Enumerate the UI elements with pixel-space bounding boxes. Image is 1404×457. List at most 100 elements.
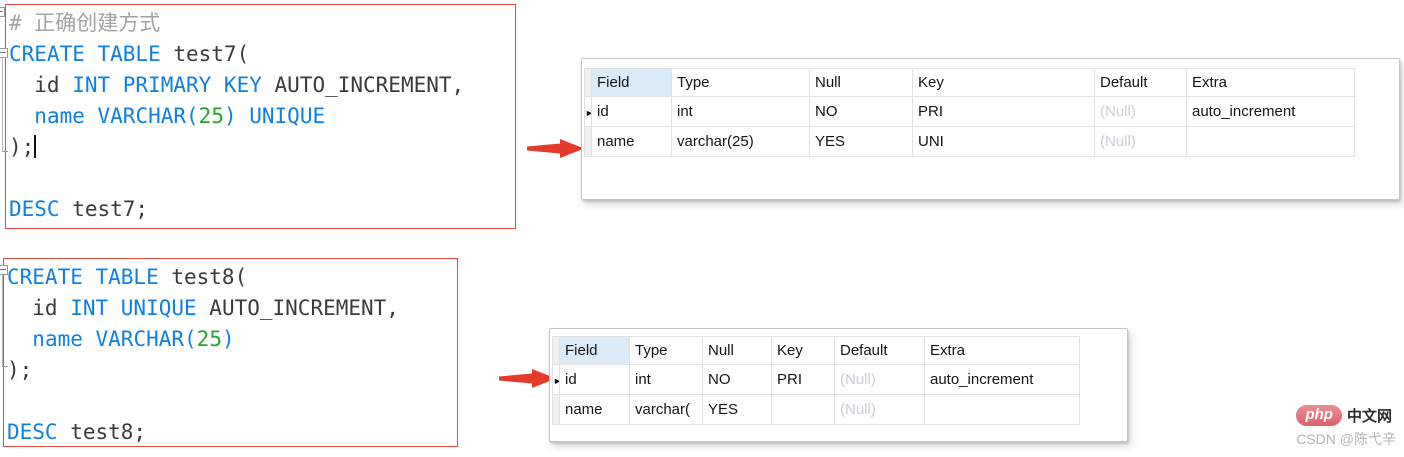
column-header-extra[interactable]: Extra (924, 336, 1080, 365)
fold-guide-line (2, 58, 3, 151)
cell-null[interactable]: NO (809, 96, 913, 127)
cell-field[interactable]: id (559, 364, 630, 395)
column-header-extra[interactable]: Extra (1186, 68, 1355, 97)
cell-field[interactable]: name (559, 394, 630, 425)
code-token-kw: DESC (9, 197, 60, 221)
column-header-default[interactable]: Default (834, 336, 925, 365)
watermark-logo: php 中文网 (1296, 405, 1392, 426)
site-name: 中文网 (1346, 408, 1392, 425)
cell-extra[interactable]: auto_increment (924, 364, 1080, 395)
code-token-kw: CREATE TABLE (9, 42, 161, 66)
code-token-plain (9, 104, 34, 128)
code-line[interactable]: CREATE TABLE test8( (7, 262, 457, 293)
code-block-test8[interactable]: CREATE TABLE test8( id INT UNIQUE AUTO_I… (3, 258, 458, 447)
fold-collapse-icon[interactable] (0, 7, 5, 17)
code-line[interactable]: ); (7, 355, 457, 386)
column-header-null[interactable]: Null (702, 336, 772, 365)
cell-extra[interactable] (924, 394, 1080, 425)
watermark: php 中文网 CSDN @陈弋辛 (1296, 405, 1396, 449)
php-badge: php (1296, 405, 1342, 426)
cell-extra[interactable]: auto_increment (1186, 96, 1355, 127)
code-line[interactable]: name VARCHAR(25) UNIQUE (9, 101, 515, 132)
code-line[interactable]: DESC test8; (7, 417, 457, 448)
null-value: (Null) (1100, 103, 1136, 120)
column-header-null[interactable]: Null (809, 68, 913, 97)
author-credit: CSDN @陈弋辛 (1296, 431, 1396, 447)
code-line[interactable]: id INT UNIQUE AUTO_INCREMENT, (7, 293, 457, 324)
column-header-field[interactable]: Field (591, 68, 672, 97)
column-header-key[interactable]: Key (771, 336, 835, 365)
cell-key[interactable]: PRI (771, 364, 835, 395)
cell-type[interactable]: varchar(25) (671, 126, 810, 157)
fold-end-icon (2, 366, 8, 367)
code-token-plain: id (9, 73, 73, 97)
column-header-type[interactable]: Type (629, 336, 703, 365)
code-token-plain: test8( (158, 265, 248, 289)
fold-collapse-icon[interactable] (0, 265, 8, 275)
cell-default[interactable]: (Null) (834, 364, 925, 395)
code-line[interactable] (7, 386, 457, 417)
code-token-plain: AUTO_INCREMENT, (196, 296, 399, 320)
code-line[interactable]: name VARCHAR(25) (7, 324, 457, 355)
current-row-marker-icon[interactable]: ► (584, 96, 592, 127)
code-line[interactable]: DESC test7; (9, 194, 515, 225)
null-value: (Null) (1100, 133, 1136, 150)
row-marker[interactable] (552, 394, 560, 425)
code-line[interactable]: id INT PRIMARY KEY AUTO_INCREMENT, (9, 70, 515, 101)
code-token-plain: ); (7, 358, 33, 382)
code-line[interactable]: ); (9, 132, 515, 163)
fold-collapse-icon[interactable] (0, 48, 8, 58)
code-token-kw: CREATE TABLE (7, 265, 159, 289)
red-arrow-icon (499, 369, 556, 388)
code-token-plain: AUTO_INCREMENT, (261, 73, 465, 97)
cell-field[interactable]: name (591, 126, 672, 157)
current-row-marker-icon[interactable]: ► (552, 364, 560, 395)
null-value: (Null) (840, 401, 876, 418)
cell-default[interactable]: (Null) (1094, 126, 1187, 157)
code-token-plain (7, 327, 32, 351)
cell-field[interactable]: id (591, 96, 672, 127)
column-header-default[interactable]: Default (1094, 68, 1187, 97)
cell-default[interactable]: (Null) (1094, 96, 1187, 127)
column-header-key[interactable]: Key (912, 68, 1095, 97)
cell-key[interactable]: UNI (912, 126, 1095, 157)
code-block-test7[interactable]: # 正确创建方式 CREATE TABLE test7( id INT PRIMA… (5, 4, 516, 229)
code-line[interactable]: CREATE TABLE test7( (9, 39, 515, 70)
triangle-right-icon: ► (554, 377, 559, 386)
code-token-kw: INT PRIMARY KEY (72, 73, 262, 97)
code-line[interactable]: # 正确创建方式 (9, 8, 515, 39)
cell-null[interactable]: YES (702, 394, 772, 425)
fold-guide-line (2, 275, 3, 366)
cell-type[interactable]: int (629, 364, 703, 395)
column-header-type[interactable]: Type (671, 68, 810, 97)
column-header-field[interactable]: Field (559, 336, 630, 365)
result-table[interactable]: FieldTypeNullKeyDefaultExtra►idintNOPRI(… (552, 336, 1080, 425)
row-marker[interactable] (584, 126, 592, 157)
code-lines[interactable]: # 正确创建方式 CREATE TABLE test7( id INT PRIMA… (6, 5, 515, 228)
cell-key[interactable] (771, 394, 835, 425)
cell-type[interactable]: int (671, 96, 810, 127)
cell-extra[interactable] (1186, 126, 1355, 157)
code-token-comment: # 正确创建方式 (9, 11, 161, 35)
cell-type[interactable]: varchar( (629, 394, 703, 425)
code-token-plain: test8; (57, 420, 147, 444)
code-line[interactable] (9, 163, 515, 194)
code-token-num: 25 (196, 327, 222, 351)
code-token-kw: DESC (7, 420, 58, 444)
text-cursor (34, 135, 37, 158)
cell-default[interactable]: (Null) (834, 394, 925, 425)
code-token-num: 25 (198, 104, 224, 128)
triangle-right-icon: ► (586, 109, 591, 118)
result-grid-test8: FieldTypeNullKeyDefaultExtra►idintNOPRI(… (549, 328, 1128, 442)
cell-key[interactable]: PRI (912, 96, 1095, 127)
code-lines[interactable]: CREATE TABLE test8( id INT UNIQUE AUTO_I… (4, 259, 457, 446)
cell-null[interactable]: YES (809, 126, 913, 157)
cell-null[interactable]: NO (702, 364, 772, 395)
code-token-plain: test7( (160, 42, 250, 66)
